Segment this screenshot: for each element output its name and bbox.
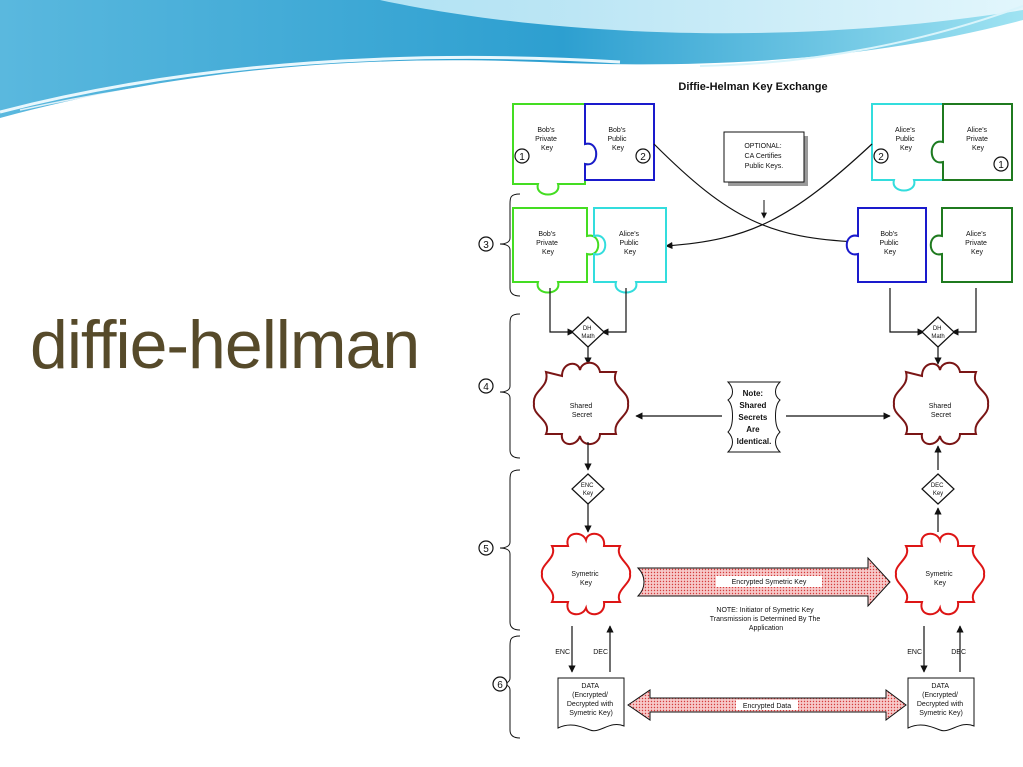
- step-3: 3: [483, 240, 489, 251]
- svg-text:DEC Key: DEC Key: [931, 483, 945, 497]
- svg-text:Shared Secret: Shared Secret: [570, 403, 595, 419]
- svg-text:ENC Key: ENC Key: [581, 483, 595, 497]
- svg-text:Bob's Public K: Bob's Public Key: [607, 127, 628, 152]
- svg-text:Shared Secret: Shared Secret: [929, 403, 954, 419]
- step-2-alice: 2: [878, 152, 884, 163]
- optional-ca-box: OPTIONAL: CA Certifies Public Keys.: [723, 131, 808, 219]
- svg-text:Symetric Key: Symetric Key: [925, 571, 954, 587]
- svg-text:Alice's Public: Alice's Public Key: [895, 127, 917, 152]
- bob-side-alice-public-key: Alice's Public Key: [593, 207, 667, 294]
- bob-private-key-piece: Bob's Private Key 1: [512, 103, 598, 196]
- svg-text:Alice's Private: Alice's Private Key: [965, 231, 989, 256]
- symmetric-key-alice: Symetric Key: [894, 532, 986, 616]
- svg-text:DH Math: DH Math: [931, 326, 944, 340]
- shared-secret-alice: Shared Secret: [892, 361, 990, 445]
- enc-label-bob: ENC: [555, 649, 570, 656]
- data-document-alice: DATA (Encrypted/ Decrypted with Symetric…: [907, 677, 975, 732]
- step-5: 5: [483, 544, 489, 555]
- alice-side-private-key: Alice's Private Key: [929, 207, 1013, 283]
- dh-math-alice: DH Math: [921, 316, 955, 348]
- bob-public-key-piece: Bob's Public Key 2: [584, 103, 655, 181]
- svg-text:Alice's Public: Alice's Public Key: [619, 231, 641, 256]
- step-6: 6: [497, 680, 503, 691]
- slide-title: diffie-hellman: [30, 307, 420, 383]
- svg-text:Encrypted Symetric Key: Encrypted Symetric Key: [732, 579, 807, 586]
- alice-private-key-piece: Alice's Private Key 1: [930, 103, 1013, 181]
- encrypted-data-arrow: Encrypted Data: [627, 689, 907, 721]
- svg-text:Bob's Private: Bob's Private Key: [536, 231, 560, 256]
- note-identical-box: Note: Shared Secrets Are Identical.: [635, 381, 891, 453]
- data-document-bob: DATA (Encrypted/ Decrypted with Symetric…: [557, 677, 625, 732]
- step-1-bob: 1: [519, 152, 525, 163]
- svg-text:DH Math: DH Math: [581, 326, 594, 340]
- encrypted-symmetric-key-arrow: Encrypted Symetric Key: [636, 556, 891, 608]
- svg-text:Note: Shared S: Note: Shared Secrets Are Identical.: [737, 389, 772, 446]
- header-wave: [0, 0, 1023, 118]
- dh-math-bob: DH Math: [571, 316, 605, 348]
- dh-diagram: Diffie-Helman Key Exchange Bob's Private…: [478, 81, 1013, 739]
- dec-label-alice: DEC: [951, 649, 966, 656]
- alice-public-key-piece: Alice's Public Key 2: [871, 103, 944, 192]
- svg-text:DATA (Encrypted/: DATA (Encrypted/ Decrypted with Symetric…: [917, 683, 965, 717]
- shared-secret-bob: Shared Secret: [532, 361, 630, 445]
- dec-label-bob: DEC: [593, 649, 608, 656]
- alice-side-bob-public-key: Bob's Public Key: [845, 207, 927, 283]
- diagram-title: Diffie-Helman Key Exchange: [678, 81, 827, 93]
- step-circles: 3 4 5 6: [478, 236, 508, 692]
- svg-text:Encrypted Data: Encrypted Data: [743, 703, 791, 710]
- step-2-bob: 2: [640, 152, 646, 163]
- svg-text:Bob's Public K: Bob's Public Key: [879, 231, 900, 256]
- enc-key-diamond: ENC Key: [571, 473, 605, 505]
- note-initiator: NOTE: Initiator of Symetric Key Transmis…: [710, 607, 822, 632]
- svg-text:OPTIONAL: CA Certifies: OPTIONAL: CA Certifies Public Keys.: [744, 143, 783, 170]
- exchange-curve-bob-to-alice: [653, 143, 859, 246]
- step-4: 4: [483, 382, 489, 393]
- svg-text:Alice's Private: Alice's Private Key: [966, 127, 990, 152]
- svg-text:DATA (Encrypted/: DATA (Encrypted/ Decrypted with Symetric…: [567, 683, 615, 717]
- enc-label-alice: ENC: [907, 649, 922, 656]
- svg-text:Bob's Private: Bob's Private Key: [535, 127, 559, 152]
- exchange-curve-alice-to-bob: [665, 143, 873, 250]
- dh-math-inputs: [549, 288, 977, 336]
- step-1-alice: 1: [998, 160, 1004, 171]
- bob-side-private-key: Bob's Private Key: [512, 207, 600, 294]
- data-arrows: [568, 625, 964, 673]
- dec-key-diamond: DEC Key: [921, 473, 955, 505]
- svg-text:Symetric Key: Symetric Key: [571, 571, 600, 587]
- symmetric-key-bob: Symetric Key: [540, 532, 632, 616]
